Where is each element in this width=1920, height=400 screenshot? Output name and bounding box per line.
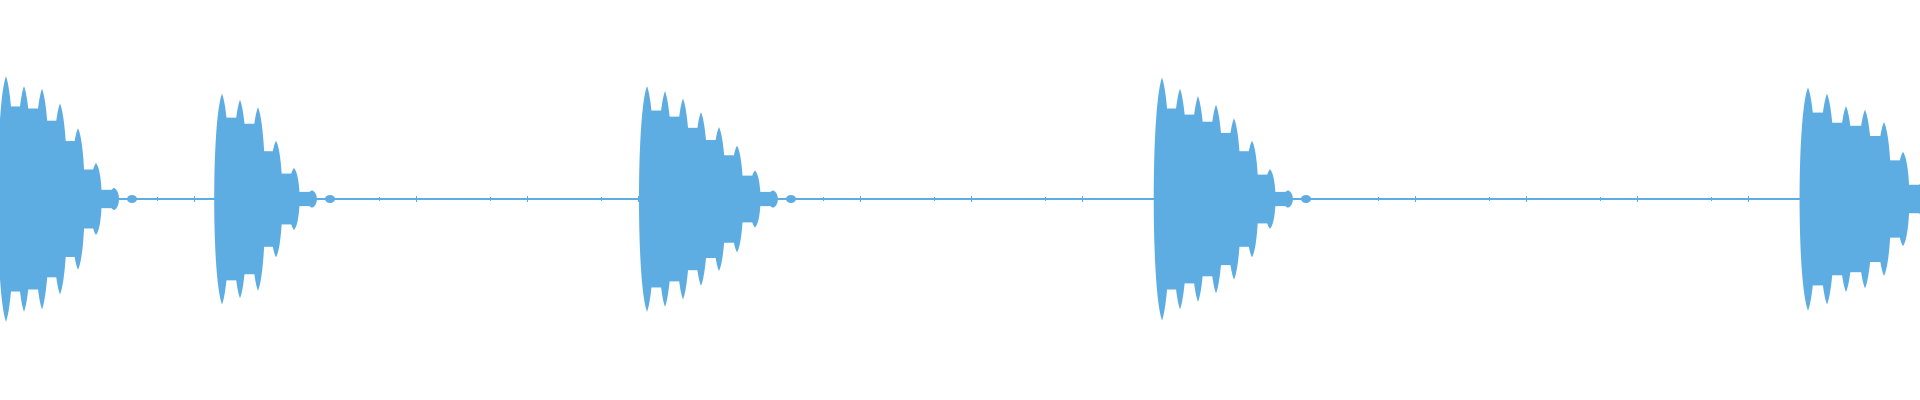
waveform-noise-tick (1045, 197, 1046, 201)
waveform-noise-tick (379, 197, 380, 201)
waveform-noise-tick (1600, 197, 1601, 201)
waveform-lobe (307, 190, 317, 208)
waveform-noise-tick (601, 197, 602, 201)
waveform-noise-tick (1674, 198, 1675, 200)
waveform-noise-tick (675, 198, 676, 200)
waveform-noise-tick (897, 198, 898, 200)
waveform-noise-tick (1711, 197, 1712, 201)
waveform-lobe (1283, 190, 1293, 208)
waveform-noise-tick (1748, 196, 1749, 202)
waveform-noise-tick (157, 197, 158, 201)
waveform-burst (1153, 77, 1311, 321)
waveform-noise-tick (1267, 197, 1268, 201)
waveform-noise-tick (1489, 197, 1490, 201)
waveform-noise-tick (1304, 196, 1305, 202)
waveform-fill (96, 189, 114, 209)
waveform-noise-tick (564, 198, 565, 200)
waveform-tail (786, 195, 796, 203)
waveform-fill (294, 191, 312, 207)
waveform-noise-tick (638, 196, 639, 202)
waveform-noise-tick (1378, 197, 1379, 201)
waveform-noise-tick (527, 196, 528, 202)
waveform-noise-tick (268, 197, 269, 201)
waveform-noise-tick (342, 198, 343, 200)
waveform-burst (638, 86, 796, 312)
waveform-noise-tick (1193, 196, 1194, 202)
waveform-noise-tick (194, 196, 195, 202)
waveform-burst (1799, 87, 1920, 311)
waveform-noise-tick (1119, 198, 1120, 200)
waveform-noise-tick (1637, 196, 1638, 202)
waveform-noise-tick (120, 198, 121, 200)
waveform-noise-tick (786, 198, 787, 200)
waveform-noise-tick (971, 196, 972, 202)
waveform-noise-tick (490, 197, 491, 201)
waveform-center-line (0, 198, 1920, 200)
waveform-noise-tick (1008, 198, 1009, 200)
waveform-noise-tick (1156, 197, 1157, 201)
waveform-bursts (0, 76, 1920, 322)
waveform-noise-tick (453, 198, 454, 200)
waveform-noise-tick (1415, 196, 1416, 202)
waveform-noise-tick (1526, 196, 1527, 202)
waveform-noise-tick (823, 197, 824, 201)
waveform-lobe (1916, 183, 1920, 215)
waveform-noise-tick (231, 198, 232, 200)
waveform-noise-tick (712, 197, 713, 201)
waveform-noise-tick (1452, 198, 1453, 200)
waveform-noise-tick (1563, 198, 1564, 200)
waveform-noise-tick (1082, 196, 1083, 202)
waveform-lobe (768, 190, 778, 208)
waveform-tail (127, 195, 137, 203)
waveform-noise-tick (934, 197, 935, 201)
waveform-fill (1903, 184, 1920, 214)
waveform-noise-tick (749, 196, 750, 202)
waveform-burst (0, 76, 137, 322)
waveform-noise-tick (1785, 198, 1786, 200)
waveform-noise-tick (1341, 198, 1342, 200)
waveform-baseline (0, 198, 1920, 200)
waveform-fill (1270, 191, 1288, 207)
waveform-noise-tick (860, 196, 861, 202)
waveform-fill (755, 191, 773, 207)
waveform-tail (325, 195, 335, 203)
waveform-noise-tick (305, 196, 306, 202)
waveform-tail (1301, 195, 1311, 203)
waveform-noise-tick (1230, 198, 1231, 200)
waveform-burst (214, 93, 335, 305)
waveform-lobe (109, 187, 119, 211)
waveform-noise-tick (416, 196, 417, 202)
